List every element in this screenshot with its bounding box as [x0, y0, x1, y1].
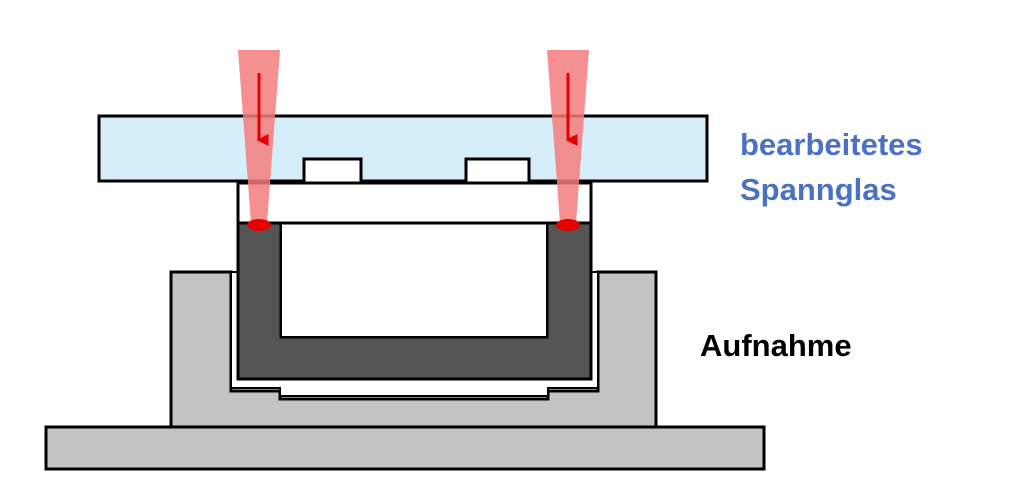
base-plate: [44, 425, 766, 471]
laser-spot-right: [556, 219, 580, 231]
clamping-glass: [97, 114, 709, 183]
frame-cavity: [280, 222, 548, 338]
glass-label-line1: bearbeitetes: [740, 127, 923, 162]
laser-spot-left: [247, 219, 271, 231]
spacer-layer: [236, 181, 593, 225]
glass-label-line2: Spannglas: [740, 172, 897, 207]
glass-label: bearbeitetes Spannglas: [740, 122, 923, 212]
fixture-label: Aufnahme: [700, 328, 852, 363]
